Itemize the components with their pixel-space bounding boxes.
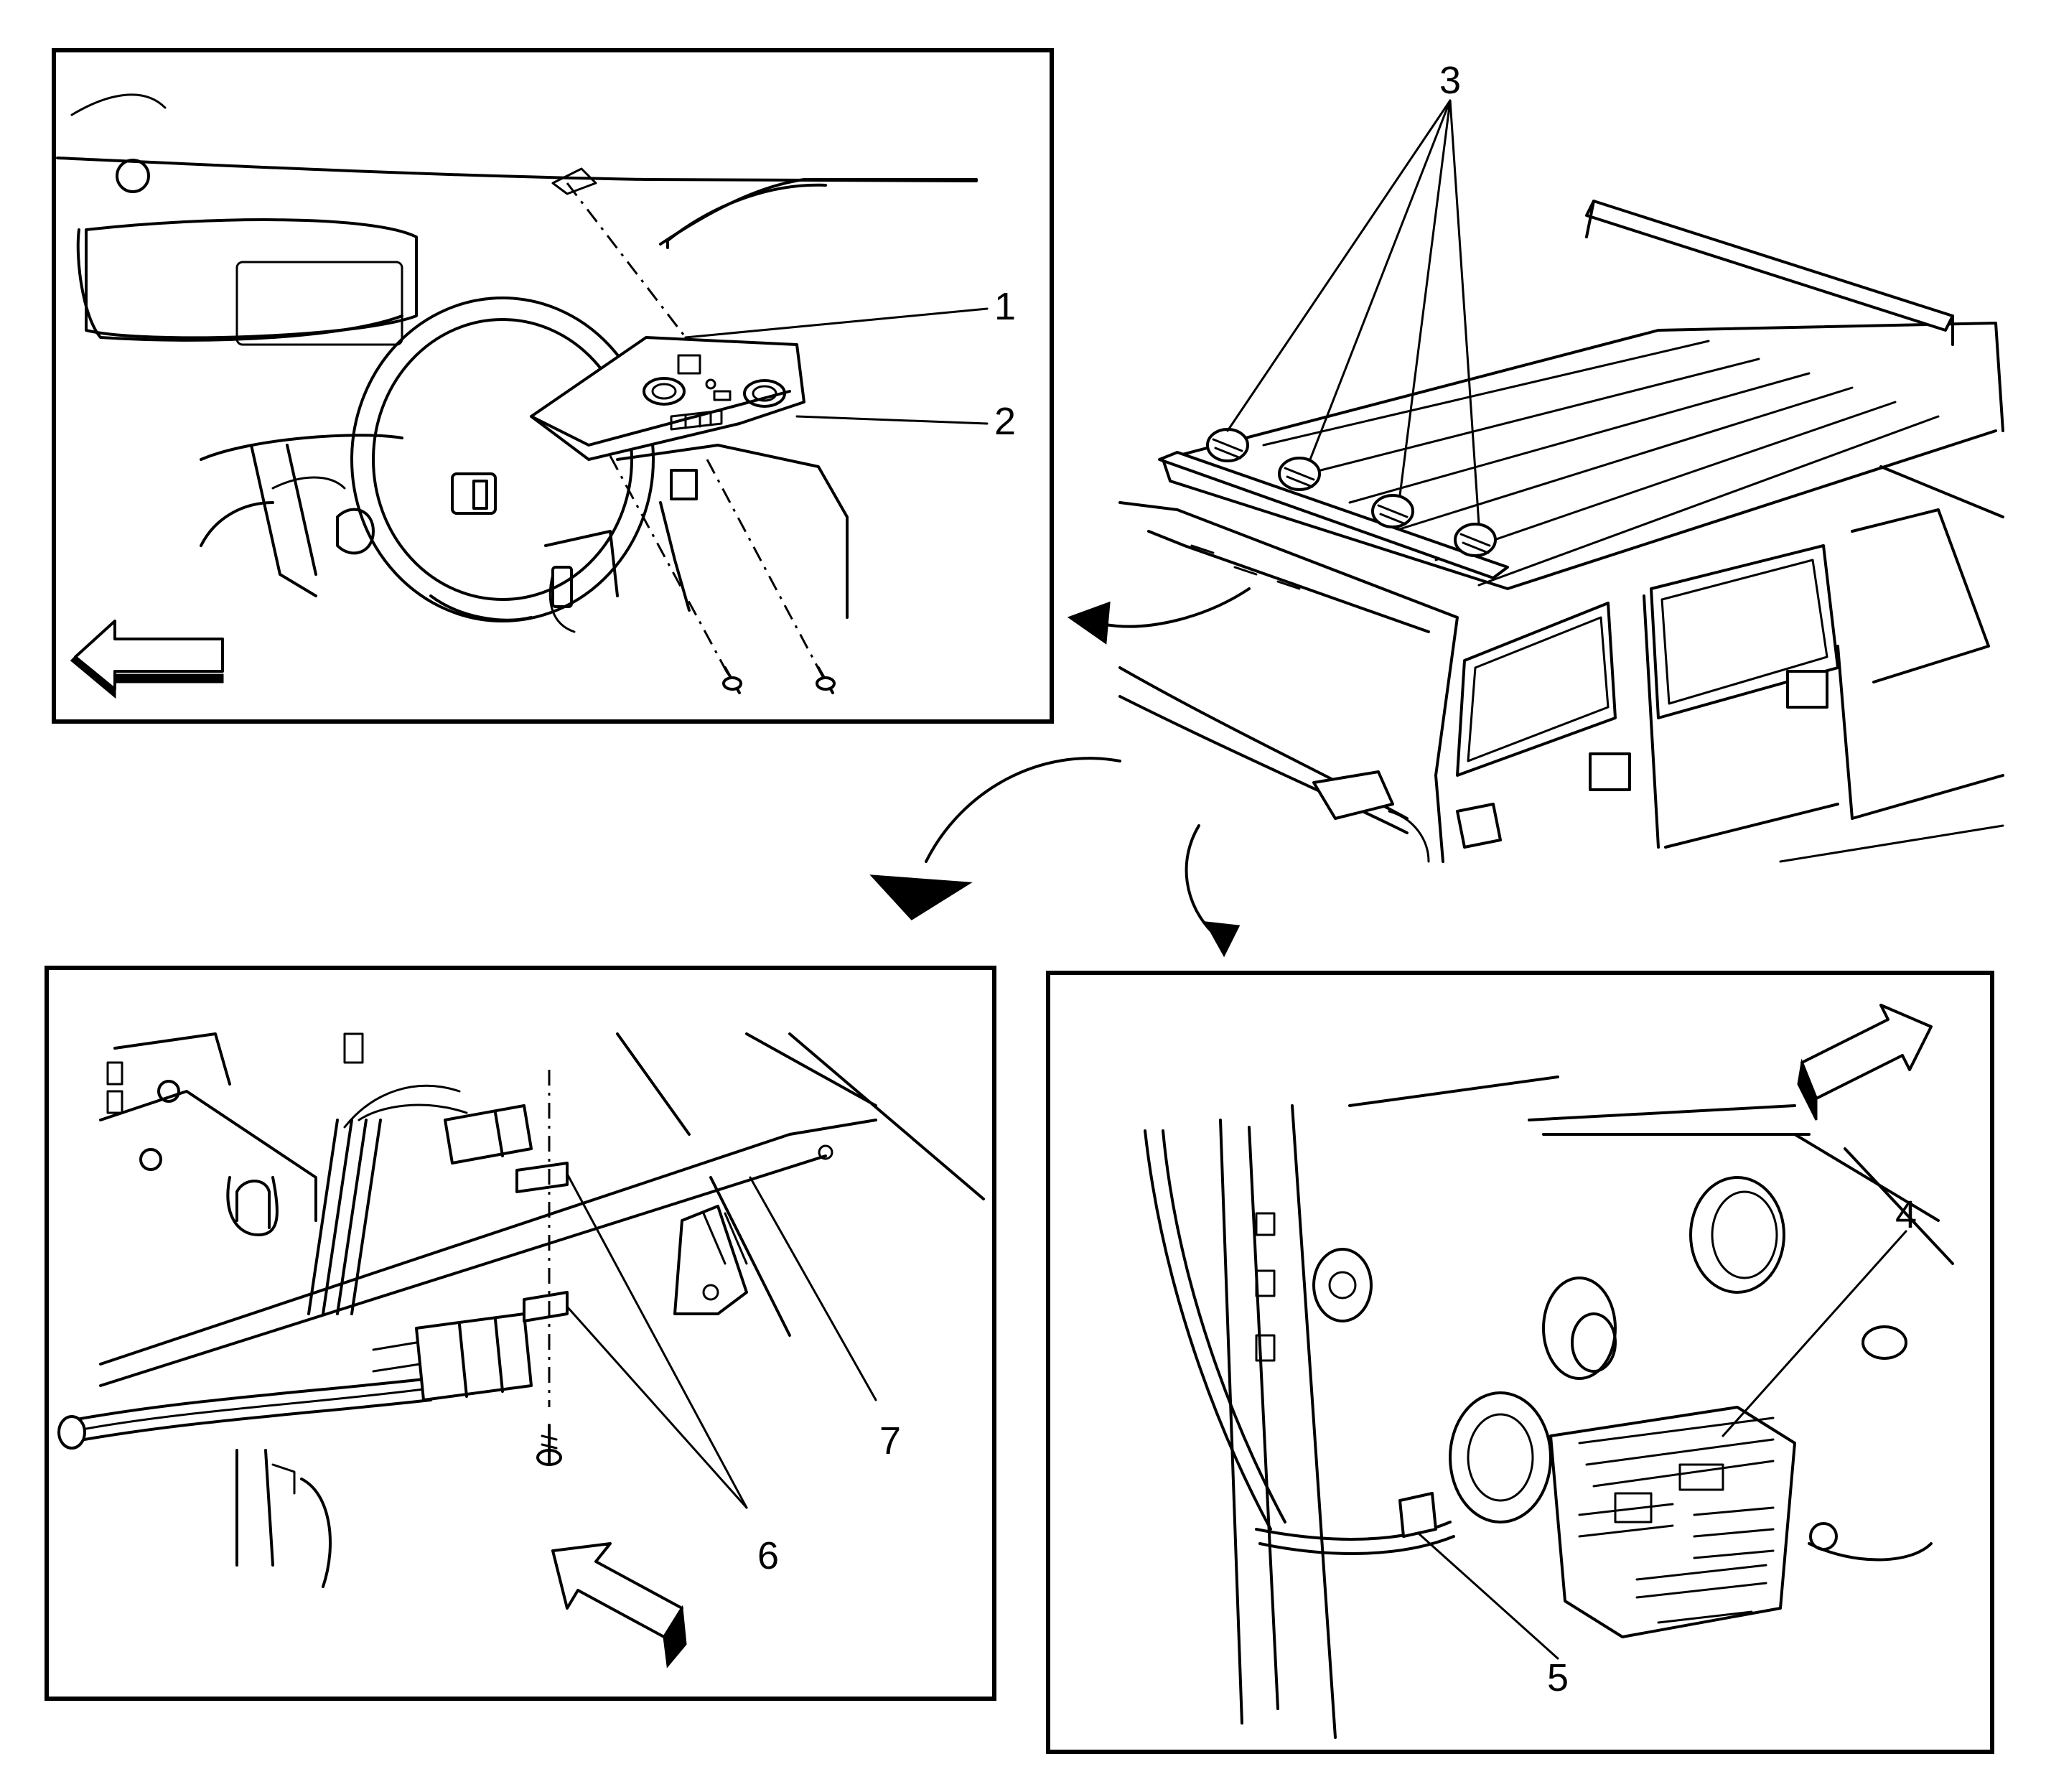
callout-2: 2	[994, 400, 1016, 443]
callout-6: 6	[757, 1534, 779, 1577]
harness-connector-lower	[372, 1312, 533, 1401]
callout-7: 7	[879, 1419, 901, 1462]
roof-marker-lamp-icon	[1206, 428, 1249, 462]
view-arrow-top-icon	[1067, 587, 1251, 645]
screw-icon	[722, 666, 742, 694]
dome-lamp-right-icon	[743, 379, 786, 408]
side-mirror	[1312, 770, 1394, 820]
callout-3: 3	[1439, 59, 1461, 102]
direction-arrow-icon	[551, 1542, 687, 1669]
roof-marker-lamp-icon	[1278, 457, 1321, 491]
clip-icon	[551, 167, 597, 195]
roof-marker-lamp-icon	[1454, 523, 1497, 557]
screw-icon	[816, 666, 836, 694]
visor-clip-icon	[116, 159, 150, 193]
vehicle-overview	[869, 99, 2004, 958]
callout-4: 4	[1895, 1193, 1917, 1236]
panel-frame	[52, 48, 1054, 724]
fuse-block	[1549, 1406, 1796, 1638]
callout-1: 1	[994, 285, 1016, 328]
harness-connector	[1398, 1492, 1437, 1538]
direction-arrow-icon	[1797, 1004, 1933, 1121]
panel-overhead-console	[52, 48, 1054, 724]
view-arrow-bottom-right-icon	[1185, 824, 1241, 958]
harness-connector-upper	[444, 1104, 533, 1165]
front-direction-arrow-icon	[70, 620, 224, 699]
panel-harness-connector	[45, 966, 996, 1701]
panel-fuse-block	[1046, 971, 1994, 1754]
fuel-door-icon	[1456, 803, 1502, 849]
door-handle-icon	[1786, 670, 1828, 709]
door-handle-icon	[1589, 752, 1631, 791]
screw-icon	[536, 1424, 562, 1466]
retainer-clip-icon	[523, 1291, 569, 1322]
panel-frame	[1046, 971, 1994, 1754]
callout-5: 5	[1547, 1656, 1569, 1699]
view-arrow-bottom-left-icon	[869, 757, 1121, 920]
dome-lamp-left-icon	[643, 377, 686, 406]
retainer-clip-icon	[515, 1162, 569, 1193]
roof-marker-lamp-icon	[1371, 494, 1414, 528]
grommet-icon	[1689, 1176, 1785, 1294]
